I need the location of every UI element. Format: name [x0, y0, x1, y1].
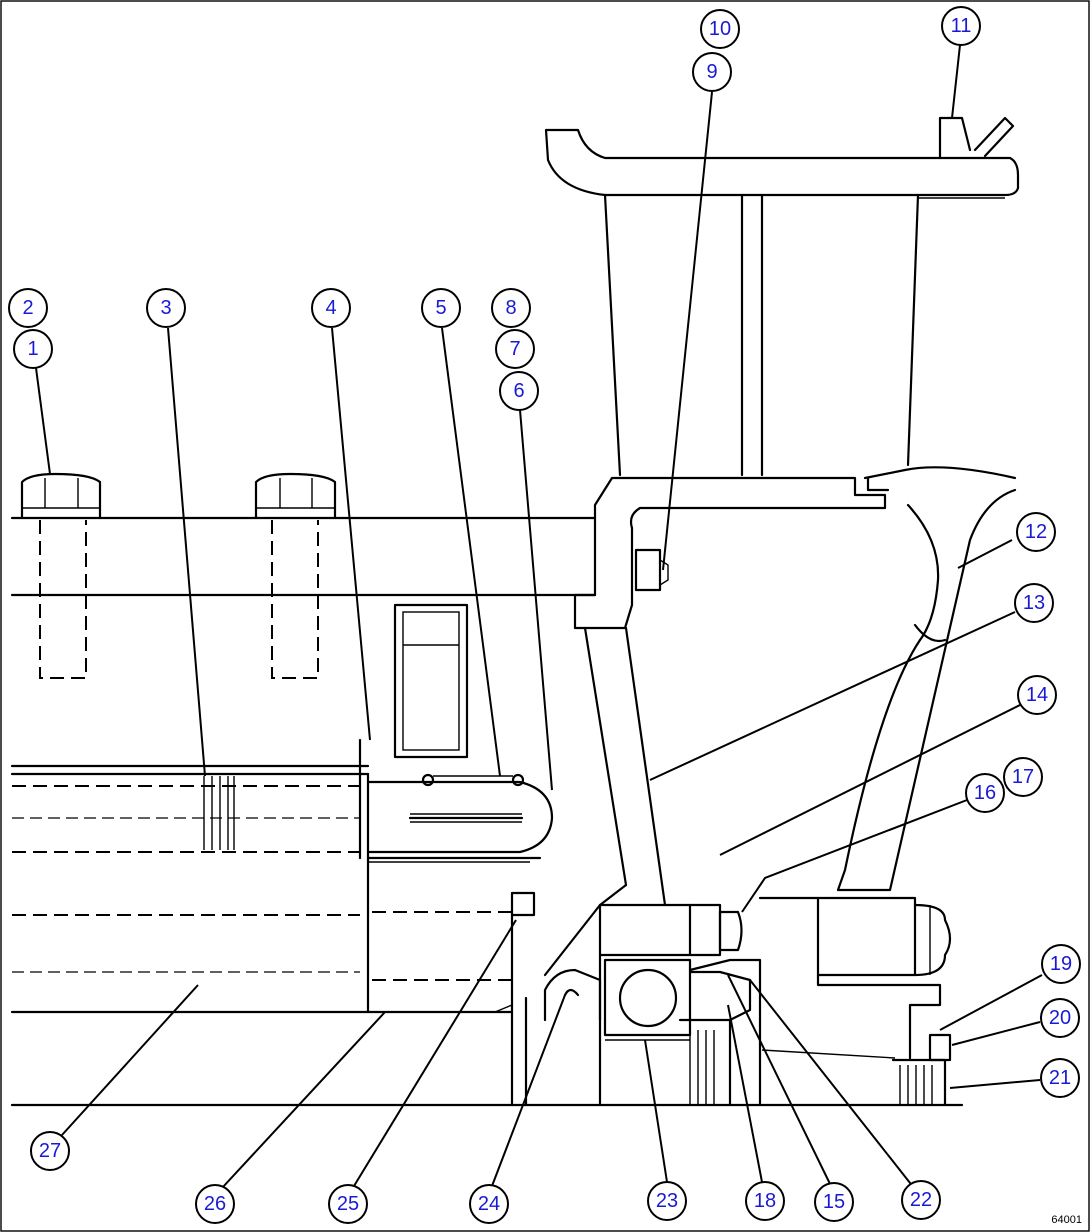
svg-text:7: 7 [509, 338, 520, 360]
bearing-region [543, 903, 896, 1107]
svg-text:2: 2 [22, 297, 33, 319]
callout-21: 21 [1040, 1058, 1080, 1098]
svg-text:22: 22 [910, 1189, 932, 1211]
svg-text:11: 11 [951, 15, 972, 37]
svg-text:12: 12 [1025, 521, 1047, 543]
svg-text:13: 13 [1023, 592, 1045, 614]
callout-18: 18 [745, 1181, 785, 1221]
svg-text:16: 16 [974, 782, 996, 804]
shaft-assembly [10, 738, 964, 1107]
svg-text:15: 15 [823, 1191, 845, 1213]
svg-text:20: 20 [1049, 1007, 1071, 1029]
callout-6: 6 [499, 371, 539, 411]
callout-8: 8 [491, 288, 531, 328]
central-body [543, 466, 1017, 977]
callout-10: 10 [700, 9, 740, 49]
svg-text:24: 24 [478, 1193, 500, 1215]
svg-text:17: 17 [1012, 766, 1034, 788]
callout-23: 23 [647, 1181, 687, 1221]
callout-26: 26 [195, 1184, 235, 1224]
callout-13: 13 [1014, 583, 1054, 623]
callout-1: 1 [13, 329, 53, 369]
drawing-number: 64001 [1051, 1214, 1082, 1226]
svg-text:6: 6 [513, 380, 524, 402]
right-hub [758, 896, 952, 1107]
svg-text:1: 1 [27, 338, 38, 360]
svg-text:4: 4 [325, 297, 336, 319]
svg-text:14: 14 [1026, 684, 1048, 706]
svg-text:10: 10 [709, 18, 731, 40]
svg-text:5: 5 [435, 297, 446, 319]
callout-27: 27 [30, 1131, 70, 1171]
callout-5: 5 [421, 288, 461, 328]
callout-12: 12 [1016, 512, 1056, 552]
callout-22: 22 [901, 1180, 941, 1220]
svg-text:27: 27 [39, 1140, 61, 1162]
callout-3: 3 [146, 288, 186, 328]
callout-7: 7 [495, 329, 535, 369]
svg-text:3: 3 [160, 297, 171, 319]
callout-2: 2 [8, 288, 48, 328]
left-plate [10, 472, 597, 679]
callout-20: 20 [1040, 998, 1080, 1038]
svg-text:18: 18 [754, 1190, 776, 1212]
callout-16: 16 [965, 773, 1005, 813]
svg-text:21: 21 [1049, 1067, 1071, 1089]
inspection-window [393, 603, 469, 759]
leader-lines [35, 44, 1043, 1189]
callout-4: 4 [311, 288, 351, 328]
svg-text:25: 25 [337, 1193, 359, 1215]
upper-housing [544, 116, 1020, 477]
callout-25: 25 [328, 1184, 368, 1224]
callout-11: 11 [941, 6, 981, 46]
callout-19: 19 [1041, 944, 1081, 984]
callout-9: 9 [692, 52, 732, 92]
svg-text:19: 19 [1050, 953, 1072, 975]
svg-text:9: 9 [706, 61, 717, 83]
callout-17: 17 [1003, 757, 1043, 797]
svg-text:8: 8 [505, 297, 516, 319]
svg-text:23: 23 [656, 1190, 678, 1212]
callout-15: 15 [814, 1182, 854, 1222]
callout-14: 14 [1017, 675, 1057, 715]
svg-text:26: 26 [204, 1193, 226, 1215]
callout-24: 24 [469, 1184, 509, 1224]
